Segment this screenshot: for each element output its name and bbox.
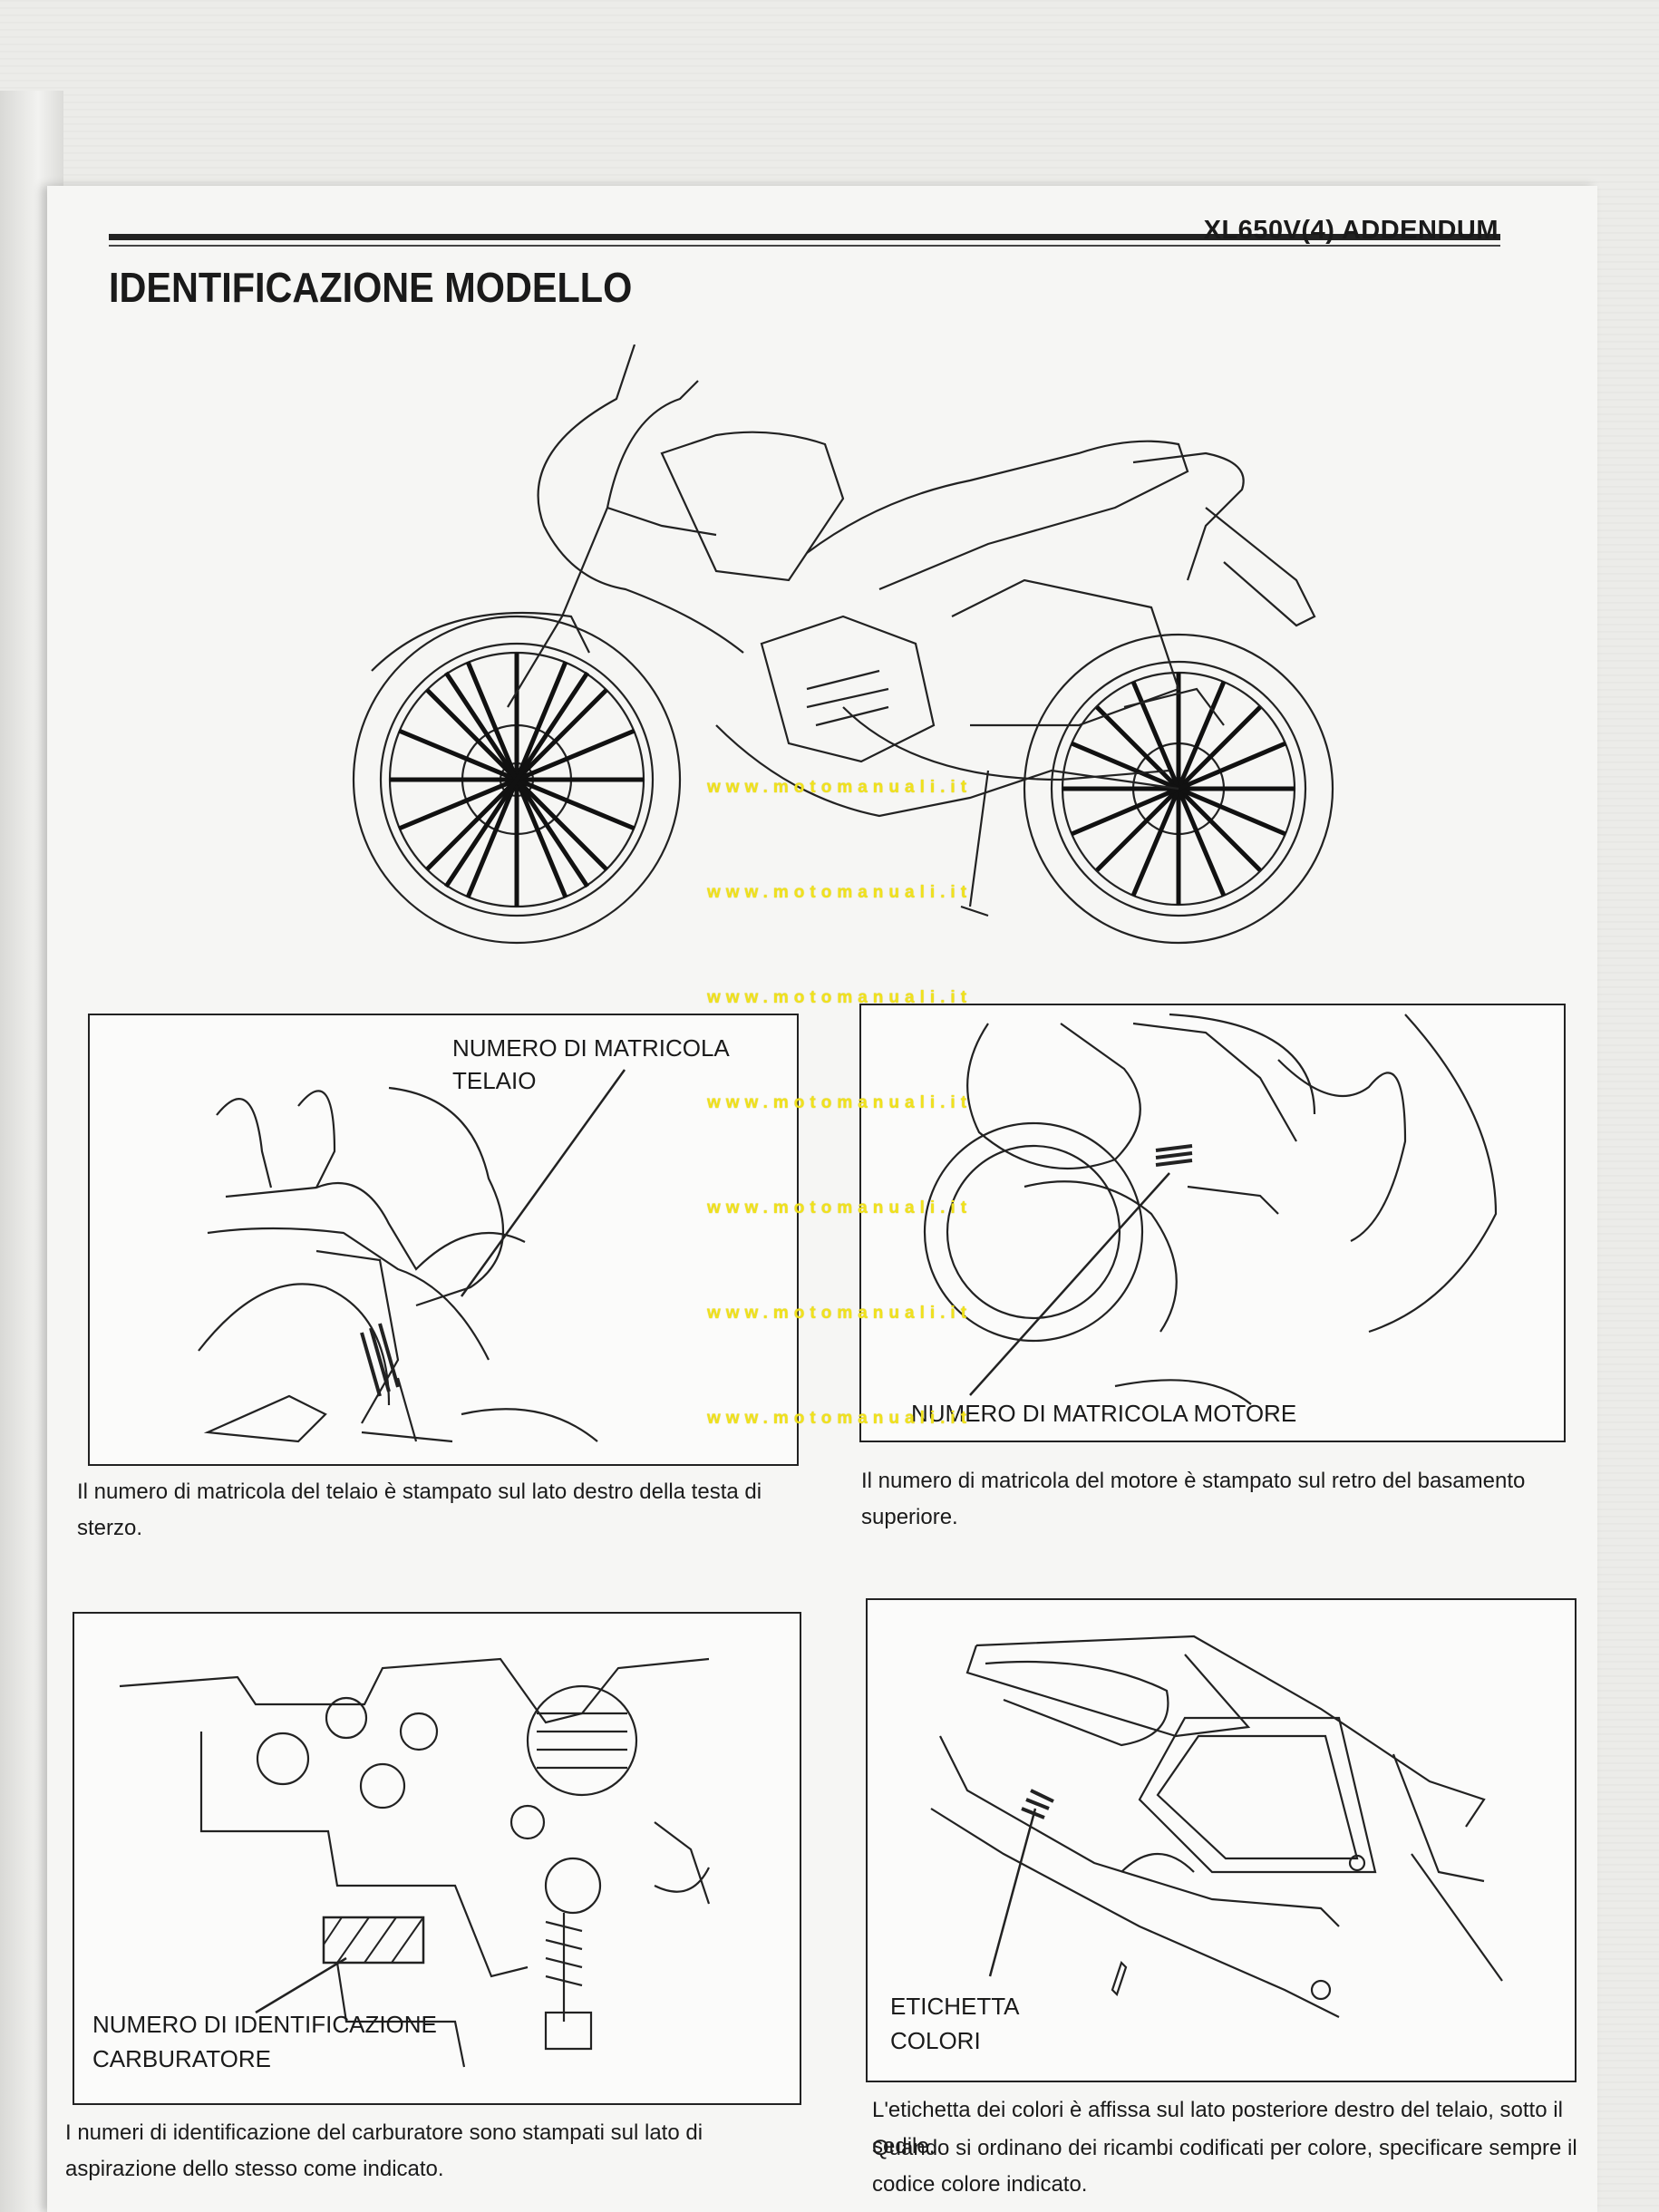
figure-frame-number: NUMERO DI MATRICOLA TELAIO [88,1014,799,1466]
header-rule [109,234,1500,240]
watermark: www.motomanuali.it [707,1304,973,1323]
figure-engine-number: NUMERO DI MATRICOLA MOTORE [859,1004,1566,1442]
header-title: XL650V(4) ADDENDUM [1203,216,1499,245]
color-label-line2: COLORI [890,2027,981,2054]
bike-body [371,344,1316,917]
figure-color-label: ETICHETTA COLORI [866,1598,1577,2082]
watermark: www.motomanuali.it [707,883,973,902]
front-wheel [352,615,682,945]
steering-head-drawing [198,1069,626,1443]
carburetor-caption: I numeri di identificazione del carburat… [65,2120,703,2181]
figure-carburetor-id: NUMERO DI IDENTIFICAZIONE CARBURATORE [73,1612,801,2105]
watermark: www.motomanuali.it [707,1198,973,1218]
crankcase-drawing [923,1013,1498,1405]
watermark: www.motomanuali.it [707,988,973,1007]
watermark: www.motomanuali.it [707,1093,973,1112]
section-title: IDENTIFICAZIONE MODELLO [109,264,633,311]
frame-number-label: NUMERO DI MATRICOLA TELAIO [452,1034,729,1094]
motorcycle-illustration [352,344,1334,945]
watermark: www.motomanuali.it [707,778,973,797]
frame-number-caption: Il numero di matricola del telaio è stam… [77,1480,762,1540]
color-label-line1: ETICHETTA [890,1993,1020,2020]
engine-number-caption: Il numero di matricola del motore è stam… [861,1469,1526,1529]
header-rule-thin [109,245,1500,247]
carburetor-label-line2: CARBURATORE [92,2045,271,2072]
carburetor-drawing [119,1657,711,2068]
carburetor-label-line1: NUMERO DI IDENTIFICAZIONE [92,2011,437,2038]
color-label-caption-line2: Quando si ordinano dei ricambi codificat… [872,2136,1577,2197]
watermark: www.motomanuali.it [707,1409,973,1428]
color-label-caption-line1: L'etichetta dei colori è affissa sul lat… [872,2098,1563,2159]
under-seat-drawing [930,1635,1503,2018]
engine-number-label: NUMERO DI MATRICOLA MOTORE [911,1400,1297,1427]
